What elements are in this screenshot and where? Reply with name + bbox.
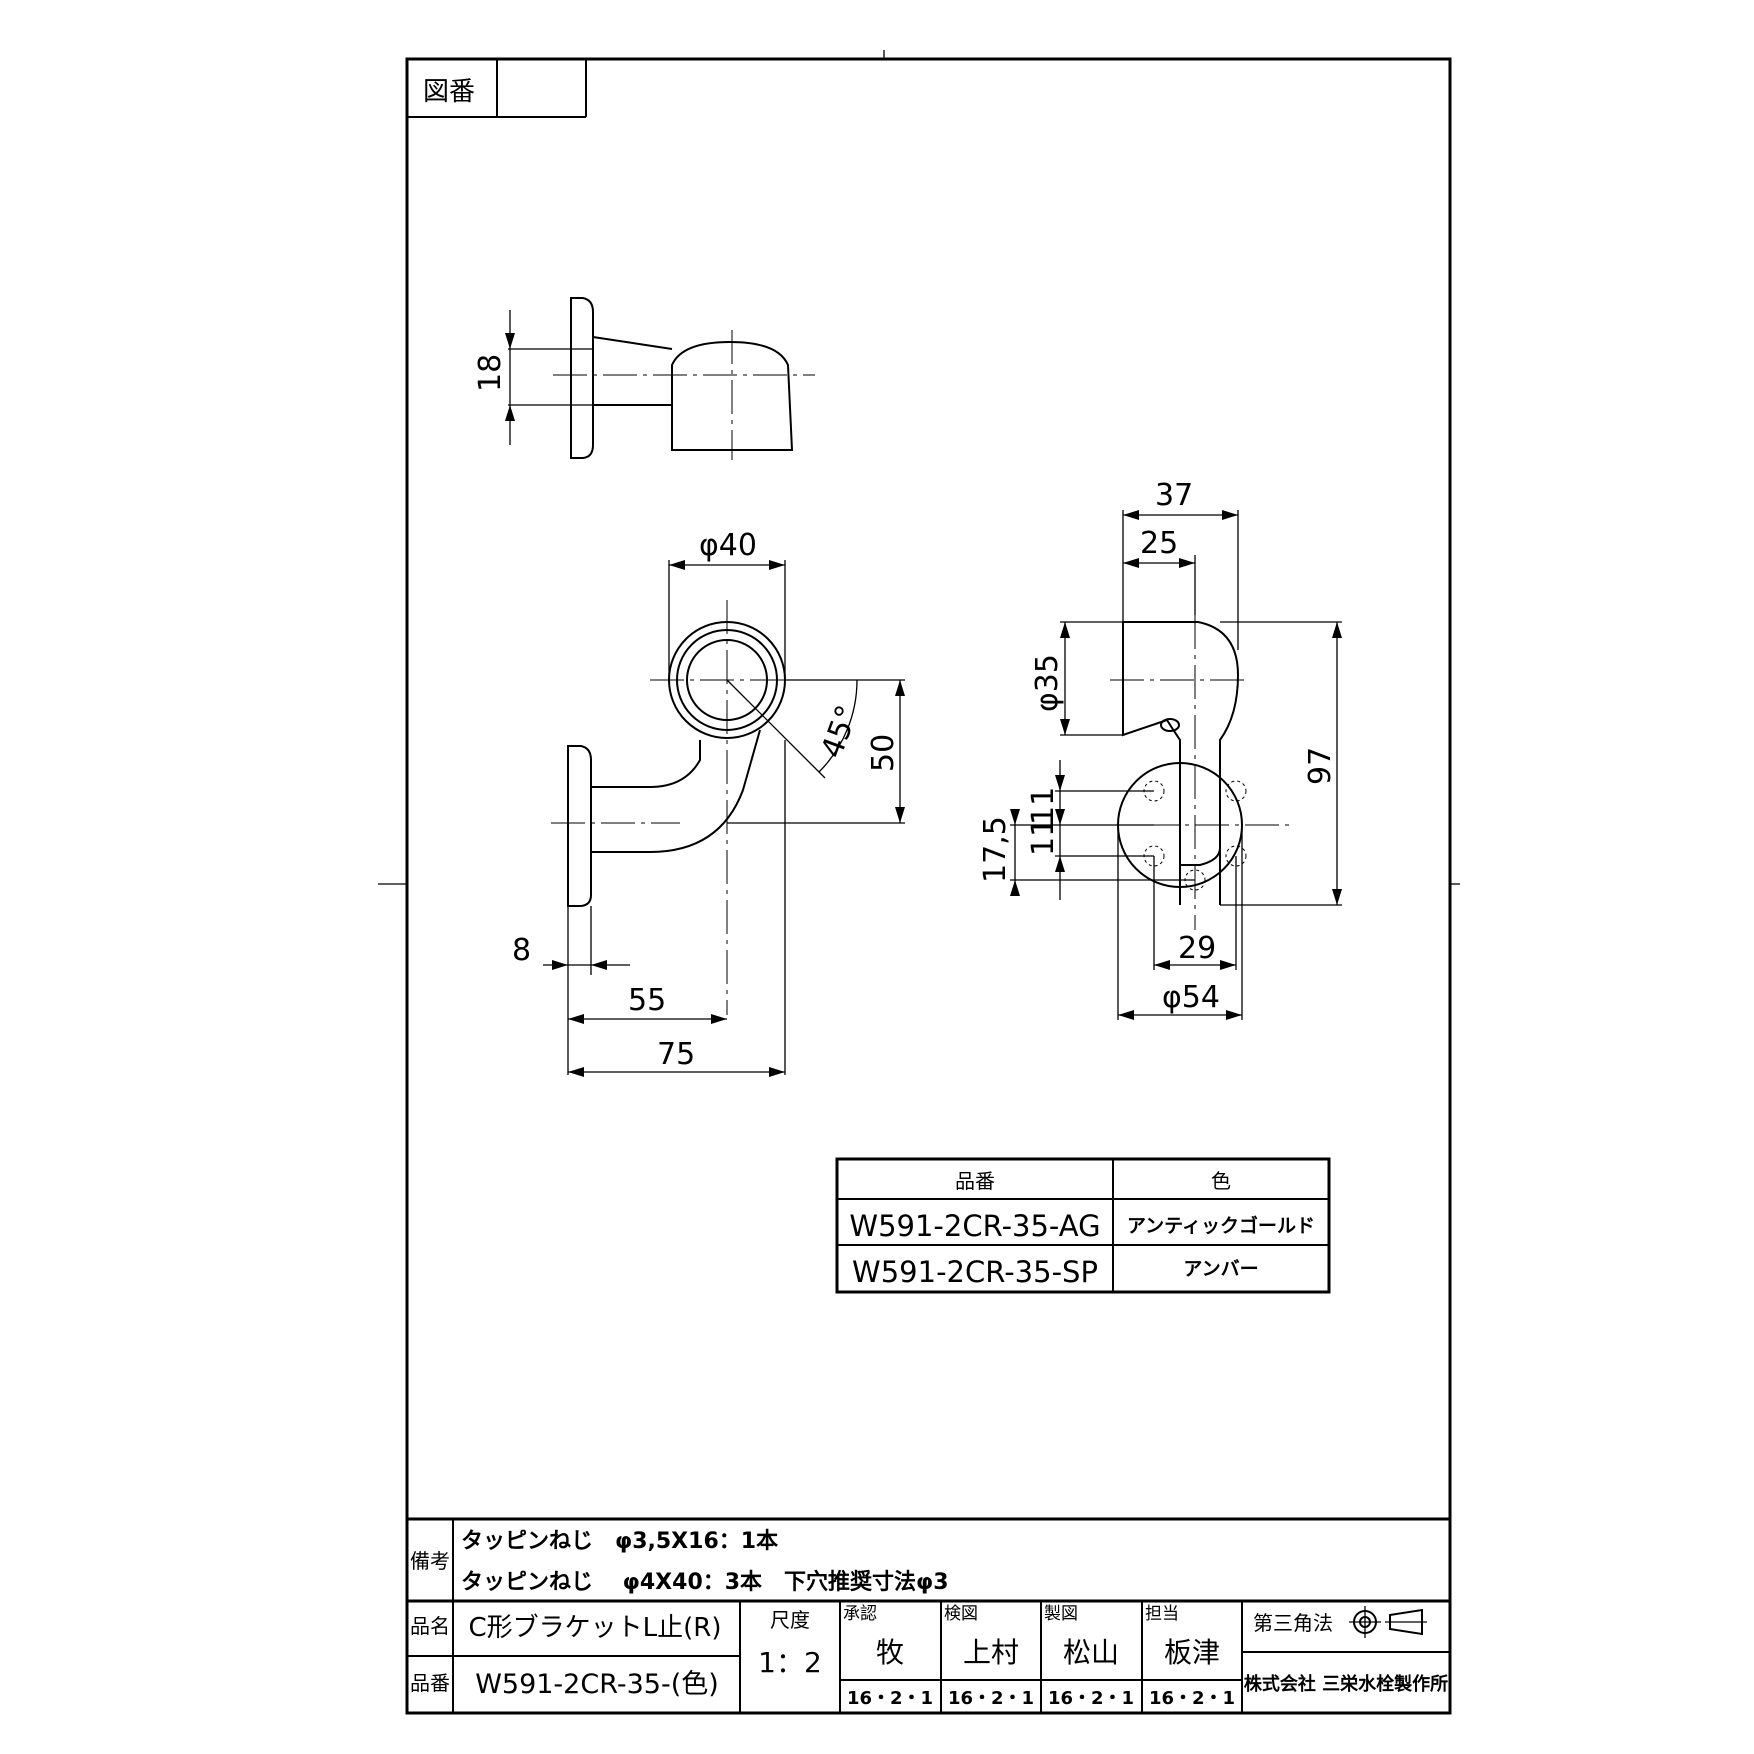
- scale-label: 尺度: [770, 1608, 810, 1632]
- dim-plate-thickness: 8: [512, 933, 531, 968]
- dim-pitch-17-5: 17,5: [978, 816, 1013, 883]
- inspect-label: 検図: [944, 1604, 978, 1624]
- dim-pitch-11b: 11: [1026, 818, 1061, 856]
- dim-hole-pitch: 29: [1178, 931, 1216, 966]
- side-view: 45° φ40 50 8 55 75: [512, 528, 905, 1077]
- dim-center-distance: 55: [628, 983, 666, 1018]
- name-label: 品名: [410, 1614, 450, 1638]
- number-label: 品番: [410, 1671, 450, 1695]
- name-value: C形ブラケットL止(R): [469, 1613, 722, 1643]
- inspect-date: 16・2・1: [948, 1688, 1034, 1709]
- dim-plate-diameter: φ54: [1162, 980, 1220, 1015]
- title-block: 備考 タッピンねじ φ3,5X16：1本 タッピンねじ φ4X40：3本 下穴推…: [407, 1517, 1450, 1713]
- table-header-part: 品番: [955, 1169, 995, 1193]
- company-name: 株式会社 三栄水栓製作所: [1244, 1673, 1448, 1695]
- approval-date: 16・2・1: [847, 1688, 933, 1709]
- dim-overall-height: 97: [1303, 747, 1338, 785]
- color-table: 品番 色 W591-2CR-35-AG アンティックゴールド W591-2CR-…: [835, 1157, 1331, 1294]
- dim-socket-diameter: φ35: [1030, 654, 1065, 712]
- table-header-color: 色: [1211, 1169, 1231, 1193]
- table-row-1-color: アンティックゴールド: [1127, 1214, 1315, 1237]
- dim-overall-depth: 75: [657, 1037, 695, 1072]
- dim-angle: 45°: [815, 701, 866, 763]
- dim-ring-diameter: φ40: [699, 528, 757, 563]
- number-value: W591-2CR-35-(色): [475, 1669, 719, 1700]
- drawing-number-label: 図番: [423, 77, 475, 107]
- charge-label: 担当: [1145, 1604, 1179, 1624]
- table-row-2-part: W591-2CR-35-SP: [852, 1255, 1098, 1289]
- front-view: 37 25 φ35 97 11 11 17,5: [978, 478, 1342, 1020]
- draft-date: 16・2・1: [1048, 1688, 1134, 1709]
- dim-width-25: 25: [1140, 526, 1178, 561]
- remarks-line-2: タッピンねじ φ4X40：3本 下穴推奨寸法φ3: [461, 1569, 949, 1595]
- charge-name: 板津: [1164, 1636, 1220, 1669]
- approval-label: 承認: [843, 1604, 877, 1624]
- scale-value: 1：2: [758, 1646, 822, 1679]
- remarks-line-1: タッピンねじ φ3,5X16：1本: [461, 1529, 778, 1554]
- sheet-frame: 図番: [378, 50, 1460, 1715]
- draft-label: 製図: [1044, 1604, 1078, 1624]
- top-view: 18: [473, 297, 815, 460]
- table-row-2-color: アンバー: [1183, 1258, 1258, 1280]
- projection-label: 第三角法: [1253, 1611, 1333, 1635]
- remarks-label: 備考: [410, 1549, 450, 1573]
- dim-width-37: 37: [1155, 478, 1193, 513]
- dim-top-height: 18: [473, 354, 508, 392]
- draft-name: 松山: [1063, 1636, 1119, 1669]
- approval-name: 牧: [876, 1636, 904, 1669]
- table-row-1-part: W591-2CR-35-AG: [849, 1209, 1100, 1243]
- dim-ring-height: 50: [866, 734, 901, 772]
- dim-pitch-11a: 11: [1026, 787, 1061, 825]
- third-angle-projection-icon: [1349, 1606, 1427, 1638]
- charge-date: 16・2・1: [1149, 1688, 1235, 1709]
- inspect-name: 上村: [963, 1636, 1019, 1669]
